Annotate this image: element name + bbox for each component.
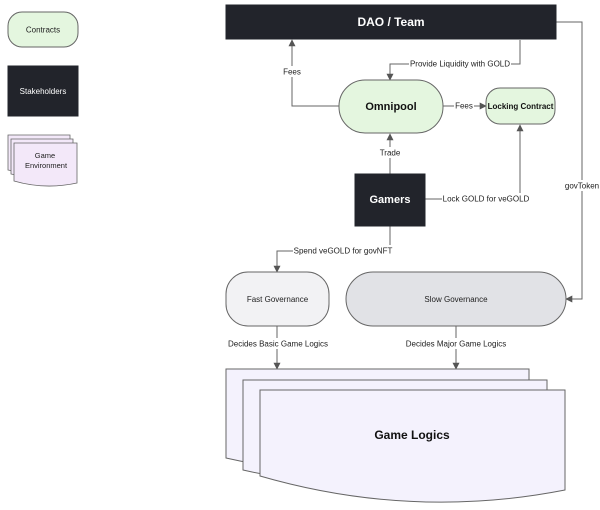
- legend-stakeholders-label: Stakeholders: [20, 87, 67, 96]
- node-locking-contract: Locking Contract: [485, 87, 556, 125]
- edge-label-fees-left: Fees: [283, 68, 301, 77]
- edge-dao-slowgov-token: [556, 21, 583, 303]
- node-omnipool: Omnipool: [338, 79, 444, 134]
- node-slow-governance: Slow Governance: [345, 271, 567, 327]
- legend-contracts-label: Contracts: [26, 26, 60, 35]
- node-locking-contract-label: Locking Contract: [488, 102, 554, 111]
- node-gamers: Gamers: [354, 173, 426, 227]
- legend-contracts-shape: [7, 11, 79, 48]
- node-fast-governance: Fast Governance: [225, 271, 330, 327]
- edge-label-spend-vegold: Spend veGOLD for govNFT: [294, 247, 393, 256]
- edge-label-trade: Trade: [380, 149, 401, 158]
- edge-label-provide-liquidity: Provide Liquidity with GOLD: [410, 60, 510, 69]
- edge-label-gov-token: govToken: [565, 182, 599, 191]
- node-omnipool-label: Omnipool: [365, 101, 416, 113]
- edge-omnipool-dao-fees: [288, 39, 339, 107]
- edge-label-decides-major: Decides Major Game Logics: [406, 340, 506, 349]
- legend-environment-shape: [7, 134, 78, 187]
- node-gamers-label: Gamers: [370, 194, 411, 206]
- edge-label-lock-gold: Lock GOLD for veGOLD: [443, 195, 530, 204]
- legend: Contracts Stakeholders Game Environment: [7, 11, 79, 187]
- node-fast-governance-label: Fast Governance: [247, 295, 309, 304]
- legend-stakeholders-shape: [7, 65, 79, 117]
- node-slow-governance-label: Slow Governance: [424, 295, 488, 304]
- edge-label-decides-basic: Decides Basic Game Logics: [228, 340, 328, 349]
- edge-label-fees-right: Fees: [455, 102, 473, 111]
- edge-gamers-locking-lock: [425, 124, 524, 200]
- node-game-logics: Game Logics: [225, 368, 566, 503]
- node-game-logics-label: Game Logics: [374, 428, 450, 442]
- node-dao-team: DAO / Team: [225, 4, 557, 40]
- legend-environment-label: Game Environment: [25, 151, 68, 170]
- edge-labels: Fees Provide Liquidity with GOLD Fees Tr…: [226, 58, 599, 349]
- node-dao-team-label: DAO / Team: [357, 15, 424, 29]
